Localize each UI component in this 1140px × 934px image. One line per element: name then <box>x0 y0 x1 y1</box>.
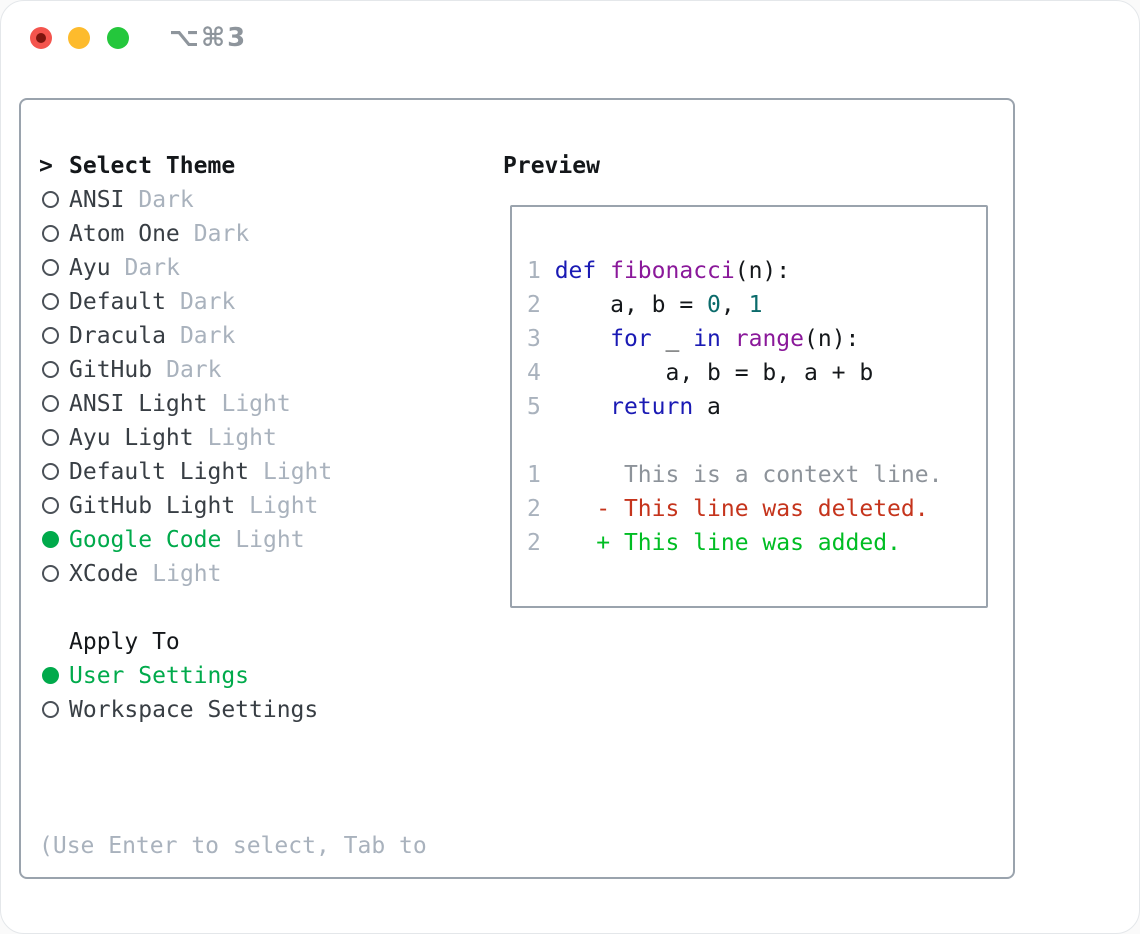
diff-line-context: 1 This is a context line. <box>527 462 943 488</box>
theme-variant-tag: Dark <box>193 221 250 247</box>
theme-option-ayu-light[interactable]: Ayu Light Light <box>21 421 501 455</box>
theme-name: GitHub <box>69 357 153 383</box>
theme-option-atom-one[interactable]: Atom One Dark <box>21 217 501 251</box>
theme-option-default-light[interactable]: Default Light Light <box>21 455 501 489</box>
radio-unselected-icon <box>42 429 59 446</box>
apply-to-header: Apply To <box>69 629 180 655</box>
line-number: 2 <box>527 530 541 556</box>
minimize-button[interactable] <box>68 27 90 49</box>
radio-unselected-icon <box>42 191 59 208</box>
close-dot-icon <box>36 33 46 43</box>
prompt-icon: > <box>39 153 53 179</box>
theme-name: GitHub Light <box>69 493 236 519</box>
theme-variant-tag: Light <box>235 527 305 553</box>
theme-option-ansi[interactable]: ANSI Dark <box>21 183 501 217</box>
radio-selected-icon <box>42 667 59 684</box>
code-preview: 1 def fibonacci(n): 2 a, b = 0, 1 3 for _ … <box>512 207 986 560</box>
preview-header: Preview <box>503 153 600 179</box>
radio-unselected-icon <box>42 463 59 480</box>
radio-unselected-icon <box>42 293 59 310</box>
radio-unselected-icon <box>42 395 59 412</box>
theme-variant-tag: Dark <box>179 289 236 315</box>
radio-unselected-icon <box>42 225 59 242</box>
radio-unselected-icon <box>42 497 59 514</box>
theme-variant-tag: Dark <box>179 323 236 349</box>
line-number: 1 <box>527 462 541 488</box>
theme-option-ayu[interactable]: Ayu Dark <box>21 251 501 285</box>
diff-line-added: 2 + This line was added. <box>527 530 901 556</box>
radio-unselected-icon <box>42 259 59 276</box>
theme-option-ansi-light[interactable]: ANSI Light Light <box>21 387 501 421</box>
theme-name: Atom One <box>69 221 180 247</box>
code-line: 1 def fibonacci(n): <box>527 258 791 284</box>
select-theme-title: Select Theme <box>69 153 236 179</box>
theme-name: ANSI <box>69 187 125 213</box>
theme-variant-tag: Light <box>249 493 319 519</box>
theme-name: Ayu Light <box>69 425 194 451</box>
theme-variant-tag: Dark <box>138 187 194 213</box>
theme-variant-tag: Light <box>152 561 222 587</box>
radio-unselected-icon <box>42 327 59 344</box>
diff-line-deleted: 2 - This line was deleted. <box>527 496 929 522</box>
keyboard-hint: (Use Enter to select, Tab to change focu… <box>39 761 499 933</box>
hint-line-1: (Use Enter to select, Tab to <box>39 833 427 859</box>
apply-option-workspace-settings[interactable]: Workspace Settings <box>21 693 501 727</box>
apply-option-label: User Settings <box>69 663 250 689</box>
code-line: 5 return a <box>527 394 721 420</box>
theme-variant-tag: Light <box>263 459 333 485</box>
select-theme-header: > Select Theme <box>21 149 519 183</box>
code-line: 2 a, b = 0, 1 <box>527 292 763 318</box>
line-number: 3 <box>527 326 555 352</box>
code-line: 3 for _ in range(n): <box>527 326 860 352</box>
theme-variant-tag: Dark <box>124 255 180 281</box>
line-number: 1 <box>527 258 555 284</box>
theme-name: ANSI Light <box>69 391 208 417</box>
theme-name: Dracula <box>69 323 166 349</box>
theme-variant-tag: Light <box>207 425 277 451</box>
line-number: 2 <box>527 496 541 522</box>
line-number: 4 <box>527 360 555 386</box>
radio-unselected-icon <box>42 565 59 582</box>
theme-name: Ayu <box>69 255 111 281</box>
theme-name: Google Code <box>69 527 222 553</box>
theme-name: Default Light <box>69 459 250 485</box>
code-line: 4 a, b = b, a + b <box>527 360 874 386</box>
maximize-button[interactable] <box>107 27 129 49</box>
radio-selected-icon <box>42 531 59 548</box>
close-button[interactable] <box>30 27 52 49</box>
radio-unselected-icon <box>42 361 59 378</box>
theme-option-xcode[interactable]: XCode Light <box>21 557 501 591</box>
line-number: 2 <box>527 292 555 318</box>
window-titlebar: ⌥⌘3 <box>1 1 1139 73</box>
theme-option-github-light[interactable]: GitHub Light Light <box>21 489 501 523</box>
theme-option-default[interactable]: Default Dark <box>21 285 501 319</box>
theme-variant-tag: Dark <box>166 357 222 383</box>
theme-name: Default <box>69 289 166 315</box>
theme-option-google-code[interactable]: Google Code Light <box>21 523 501 557</box>
apply-option-label: Workspace Settings <box>69 697 319 723</box>
preview-box: 1 def fibonacci(n): 2 a, b = 0, 1 3 for _ … <box>510 205 988 608</box>
theme-option-dracula[interactable]: Dracula Dark <box>21 319 501 353</box>
line-number: 5 <box>527 394 555 420</box>
theme-name: XCode <box>69 561 139 587</box>
window-title: ⌥⌘3 <box>169 23 248 53</box>
apply-option-user-settings[interactable]: User Settings <box>21 659 501 693</box>
radio-unselected-icon <box>42 701 59 718</box>
theme-variant-tag: Light <box>221 391 291 417</box>
theme-option-github[interactable]: GitHub Dark <box>21 353 501 387</box>
